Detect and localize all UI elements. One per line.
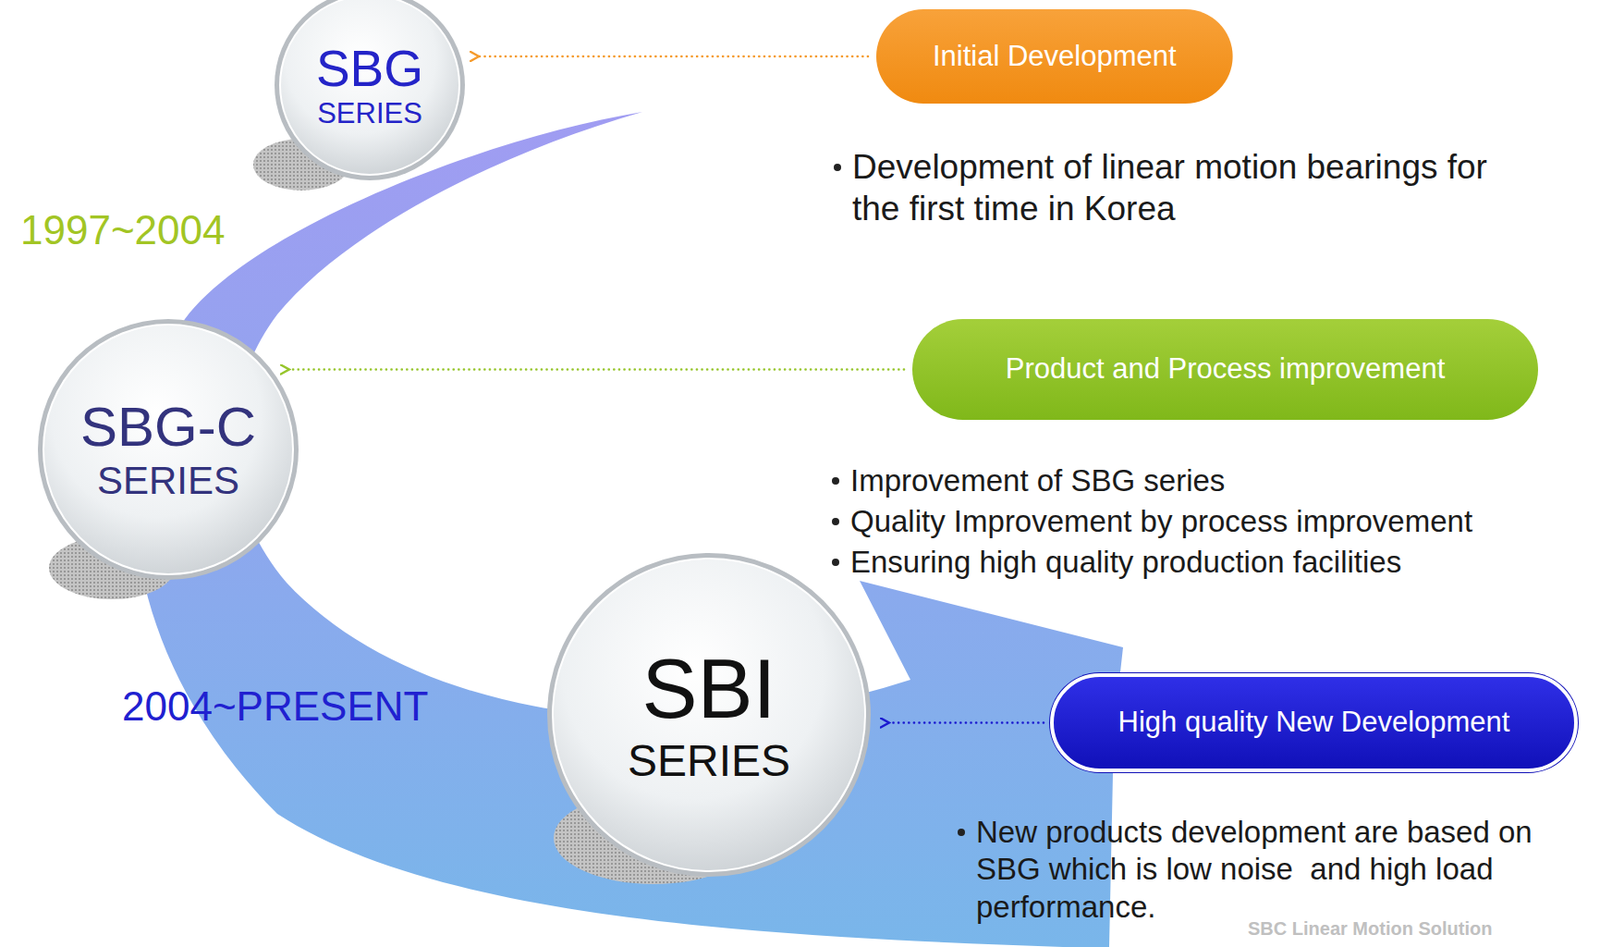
stage-pill: Product and Process improvement — [911, 317, 1539, 421]
period-label: 2004~PRESENT — [122, 681, 428, 732]
series-caption: SERIES — [627, 736, 791, 786]
bullet-note: Quality Improvement by process improveme… — [850, 502, 1473, 540]
pill-ring — [1049, 671, 1579, 773]
bullet-dot — [833, 163, 842, 171]
series-circle: SBGSERIES — [272, 0, 467, 183]
circle-rim — [274, 0, 465, 181]
bullet-note: New products development are based on SB… — [976, 813, 1587, 926]
watermark: SBC Linear Motion Solution — [1247, 916, 1492, 940]
series-caption: SERIES — [317, 97, 423, 130]
series-name: SBI — [641, 643, 776, 735]
stage-pill: Initial Development — [875, 8, 1234, 105]
period-label: 1997~2004 — [20, 205, 225, 256]
dotted-arrow — [889, 720, 1044, 724]
circle-rim — [37, 318, 299, 580]
bullet-dot — [831, 517, 840, 526]
bullet-dot — [957, 828, 965, 836]
circle-face — [552, 558, 866, 871]
series-caption: SERIES — [97, 459, 240, 502]
dotted-arrow — [289, 367, 904, 371]
bullet-dot — [831, 476, 840, 485]
pill-body — [1051, 674, 1576, 770]
bullet-note: Improvement of SBG series — [850, 462, 1225, 500]
circle-face — [43, 324, 294, 575]
stage-title: Product and Process improvement — [1005, 353, 1446, 385]
series-name: SBG-C — [80, 396, 257, 458]
bullet-note: Development of linear motion bearings fo… — [852, 146, 1500, 230]
series-name: SBG — [316, 40, 424, 98]
stage-title: Initial Development — [932, 40, 1177, 73]
pill-body — [876, 9, 1234, 104]
circle-face — [280, 0, 460, 175]
bullet-dot — [831, 558, 840, 566]
circle-rim — [547, 552, 871, 877]
stage-pill: High quality New Development — [1050, 673, 1577, 771]
series-circle: SBG-CSERIES — [36, 317, 301, 582]
stage-title: High quality New Development — [1118, 706, 1511, 738]
series-circle: SBISERIES — [545, 550, 873, 879]
dotted-arrow — [478, 55, 868, 59]
pill-body — [912, 318, 1539, 420]
bullet-note: Ensuring high quality production facilit… — [850, 543, 1402, 581]
